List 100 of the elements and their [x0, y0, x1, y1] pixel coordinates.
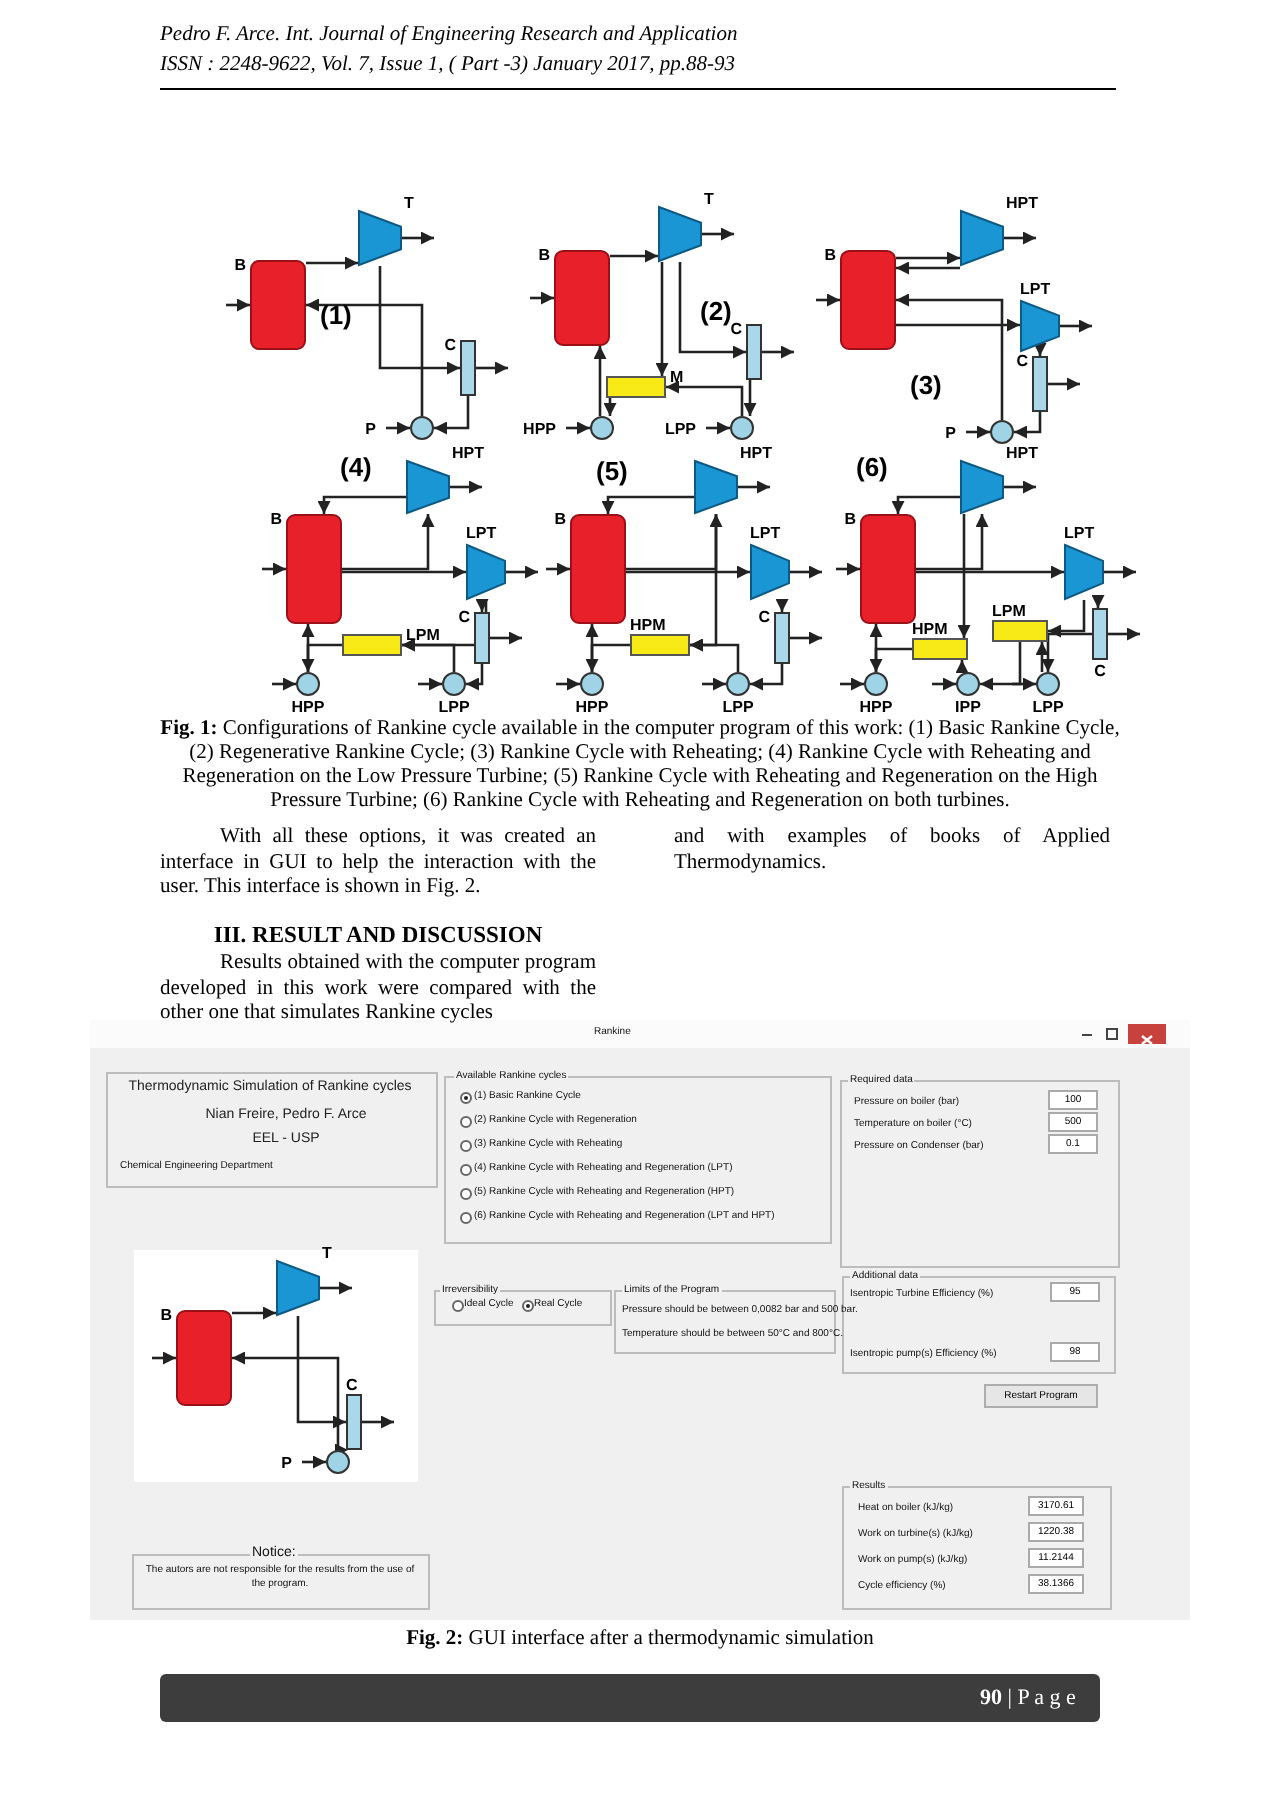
pipe-arrow — [1060, 319, 1092, 333]
pipe-arrow — [272, 677, 296, 691]
component-label: HPP — [523, 420, 556, 438]
pipe-arrow — [490, 631, 522, 645]
pipe-arrow — [655, 262, 669, 376]
pipe-arrow — [1048, 600, 1086, 638]
pipe-arrow — [566, 421, 590, 435]
panel-number: (1) — [320, 300, 352, 330]
pipe-arrow — [610, 249, 658, 263]
pipe-arrow — [1041, 632, 1092, 672]
pipe-arrow — [626, 565, 750, 579]
component-label: LPP — [722, 698, 754, 716]
pipe-arrow — [556, 677, 580, 691]
pipe-arrow — [362, 1415, 394, 1429]
panel-number: (5) — [596, 456, 628, 486]
component-label: LPT — [1020, 280, 1051, 298]
pipe-arrow — [530, 291, 554, 305]
page-number: 90 | P a g e — [980, 1686, 1076, 1710]
section-heading: III. RESULT AND DISCUSSION — [211, 924, 545, 948]
component-label: HPP — [291, 698, 325, 716]
pipe-arrow — [775, 599, 789, 612]
pipe-arrow — [916, 514, 989, 571]
pipe-arrow — [320, 1281, 352, 1295]
component-label: P — [281, 1454, 292, 1472]
component-label: LPP — [664, 420, 696, 438]
component-label: HPT — [452, 444, 484, 462]
pipe-arrow — [585, 643, 630, 672]
pipe-arrow — [262, 562, 286, 576]
figure-caption: Fig. 1: Configurations of Rankine cycle available in the computer program of this work: (1) Basic Rankine Cycle, (2) Regenerative Rankine Cycle; (3) Rankine Cycle with Reheating; (4) Rankine Cycle with Reheating and Regeneration on the Low Pressure Turbine; (5) Rankine Cycle with Reheating and Regeneration on the High Pressure Turbine; (6) Rankine Cycle with Reheating and Regeneration on both turbines. — [160, 718, 1120, 814]
pipe-arrow — [402, 638, 456, 672]
pipe-arrow — [1014, 412, 1042, 439]
pipe-arrow — [302, 1455, 326, 1469]
component-label: C — [758, 608, 770, 626]
pipe-arrow — [306, 298, 424, 416]
pipe-arrow — [966, 425, 990, 439]
component-label: M — [670, 368, 684, 386]
panel-number: (3) — [910, 370, 942, 400]
pipe-arrow — [301, 624, 315, 672]
component-label: P — [945, 424, 956, 442]
pipe-arrow — [1033, 343, 1047, 356]
component-label: HPT — [1006, 444, 1038, 462]
pipe-arrow — [738, 480, 770, 494]
component-label: P — [365, 420, 376, 438]
pipe-arrow — [916, 565, 1064, 579]
component-label: C — [458, 608, 470, 626]
pipe-arrow — [546, 562, 570, 576]
pipe-arrow — [743, 380, 757, 416]
pipe-arrow — [896, 251, 960, 265]
pipe-arrow — [816, 293, 840, 307]
pipe-arrow — [335, 1444, 350, 1452]
paragraph: With all these options, it was created an interface in GUI to help the interaction with the user. This interface is shown in Fig. 2. — [160, 826, 596, 901]
component-label: IPP — [955, 698, 981, 716]
component-label: LPM — [406, 626, 440, 644]
pipe-arrow — [506, 565, 538, 579]
pipe-arrow — [603, 398, 617, 416]
pipe-arrow — [466, 664, 484, 691]
component-label: B — [824, 246, 836, 264]
pipe-arrow — [678, 262, 746, 359]
pipe-arrow — [626, 514, 723, 571]
pipe-arrow — [1108, 627, 1140, 641]
pipe-arrow — [762, 345, 794, 359]
component-label: LPT — [466, 524, 497, 542]
pipe-arrow — [980, 642, 1022, 691]
component-label: HPM — [912, 620, 948, 638]
pipe-arrow — [955, 660, 969, 673]
component-label: LPP — [438, 698, 470, 716]
pipe-arrow — [666, 380, 744, 416]
pipe-arrow — [1012, 677, 1036, 691]
pipe-arrow — [378, 266, 460, 375]
component-label: C — [444, 336, 456, 354]
pipe-arrow — [601, 495, 694, 514]
pipe-arrow — [418, 677, 442, 691]
pipe-arrow — [475, 599, 489, 612]
pipe-arrow — [932, 677, 956, 691]
pipe-arrow — [1035, 642, 1049, 672]
component-label: HPT — [740, 444, 772, 462]
pipe-arrow — [891, 495, 960, 514]
pipe-arrow — [702, 227, 734, 241]
pipe-arrow — [296, 1316, 346, 1429]
component-label: B — [270, 510, 282, 528]
component-label: LPT — [1064, 524, 1095, 542]
pipe-arrow — [706, 421, 730, 435]
pipe-arrow — [896, 318, 1020, 332]
pipe-arrow — [836, 562, 860, 576]
pipe-arrow — [306, 256, 358, 270]
component-label: B — [554, 510, 566, 528]
header-text: Pedro F. Arce. Int. Journal of Engineering Research and Application — [160, 24, 738, 46]
pipe-arrow — [957, 514, 971, 638]
pipe-arrow — [790, 631, 822, 645]
pipe-arrow — [690, 638, 740, 672]
pipe-arrow — [1048, 377, 1080, 391]
pipe-arrow — [1004, 480, 1036, 494]
pipe-arrow — [342, 514, 435, 571]
header-text: ISSN : 2248-9622, Vol. 7, Issue 1, ( Part -3) January 2017, pp.88-93 — [160, 54, 736, 76]
pipe-arrow — [585, 624, 599, 672]
pipe-arrow — [1004, 231, 1036, 245]
component-label: HPP — [859, 698, 893, 716]
pipe-arrow — [869, 624, 883, 672]
pipe-arrow — [402, 231, 434, 245]
pipe-arrow — [702, 677, 726, 691]
